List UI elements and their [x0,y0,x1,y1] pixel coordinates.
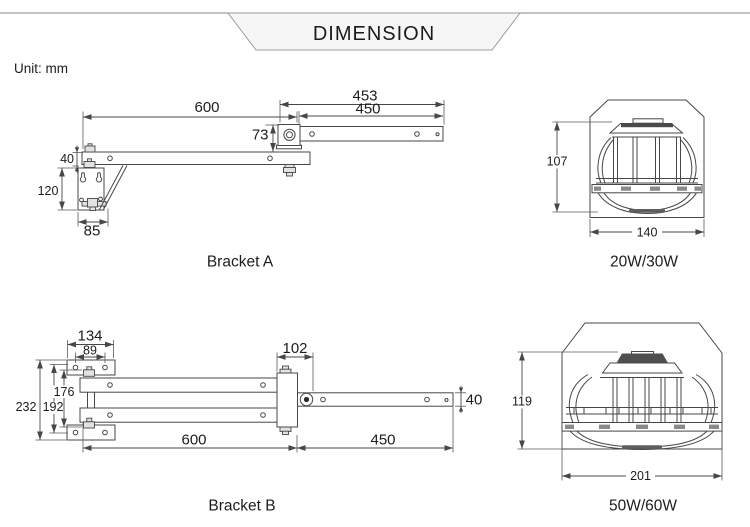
bracket-a-dim-85: 85 [77,208,109,240]
bracket-a-drawing: 600 453 450 73 40 [38,88,445,271]
bracket-b-dim-232: 232 [16,359,66,441]
bracket-a-dim-450: 450 [298,101,443,125]
keyhole-slot [79,172,87,183]
bracket-a-dim-120: 120 [38,167,77,211]
bracket-a-extension-arm [299,126,444,142]
svg-text:73: 73 [252,127,269,144]
svg-text:89: 89 [83,344,97,358]
svg-text:600: 600 [194,99,219,116]
lamp-large-lens [569,430,715,451]
svg-text:600: 600 [181,432,206,449]
bracket-a-dim-600: 600 [82,99,298,149]
bracket-b-dim-600: 600 [82,423,298,453]
bracket-b-bottom-arm [79,407,280,423]
svg-text:201: 201 [630,469,651,483]
svg-text:450: 450 [370,432,395,449]
title-banner: DIMENSION [0,12,750,51]
svg-text:134: 134 [77,328,102,345]
lamp-small-label: 20W/30W [610,254,678,271]
bracket-a-dim-73: 73 [252,124,279,152]
bracket-a-label: Bracket A [207,254,274,271]
lamp-small-flange [591,184,703,194]
bracket-b-dim-89: 89 [75,344,106,363]
bracket-b-extension-arm [297,392,454,407]
svg-text:453: 453 [352,88,377,105]
bracket-a-pivot-block [277,124,301,146]
lamp-20w30w-drawing: 107 140 20W/30W [545,99,705,271]
bracket-b-label: Bracket B [208,498,275,515]
svg-text:85: 85 [84,223,101,240]
svg-text:450: 450 [355,101,380,118]
bracket-b-pivot-block [276,372,298,428]
svg-text:120: 120 [38,184,59,198]
lamp-small-lens [597,192,697,215]
lamp-small-dim-107: 107 [545,121,612,213]
bracket-b-dim-102: 102 [276,340,314,391]
bracket-b-dim-450: 450 [297,407,454,453]
svg-text:40: 40 [60,152,74,166]
svg-text:119: 119 [512,395,532,409]
page-title: DIMENSION [313,23,435,45]
svg-text:232: 232 [16,400,37,414]
bracket-b-dim-134: 134 [67,328,114,358]
bracket-a-dim-453: 453 [279,88,445,125]
lamp-large-dim-119: 119 [510,351,618,450]
lamp-small-dim-140: 140 [589,219,705,240]
bracket-a-arm [81,151,311,165]
svg-text:192: 192 [43,400,64,414]
bracket-b-dim-40: 40 [455,386,482,413]
svg-text:102: 102 [282,340,307,357]
bracket-b-drawing: 134 89 102 232 192 [16,328,483,515]
bracket-b-dim-192: 192 [43,364,68,434]
svg-text:176: 176 [54,385,75,399]
bracket-a-dim-40: 40 [60,145,83,173]
svg-text:40: 40 [466,392,483,409]
lamp-small-fins [597,137,697,184]
lamp-large-dim-201: 201 [561,431,723,483]
unit-label: Unit: mm [14,61,68,76]
lamp-small-hood [589,99,705,218]
bracket-b-dim-176: 176 [53,369,82,428]
keyhole-slot [95,172,103,183]
bracket-b-top-arm [79,377,280,393]
lamp-large-fins [568,374,716,423]
svg-text:140: 140 [637,226,658,240]
svg-text:107: 107 [547,155,568,169]
lamp-large-label: 50W/60W [609,498,677,515]
lamp-50w60w-drawing: 119 201 50W/60W [510,322,723,515]
